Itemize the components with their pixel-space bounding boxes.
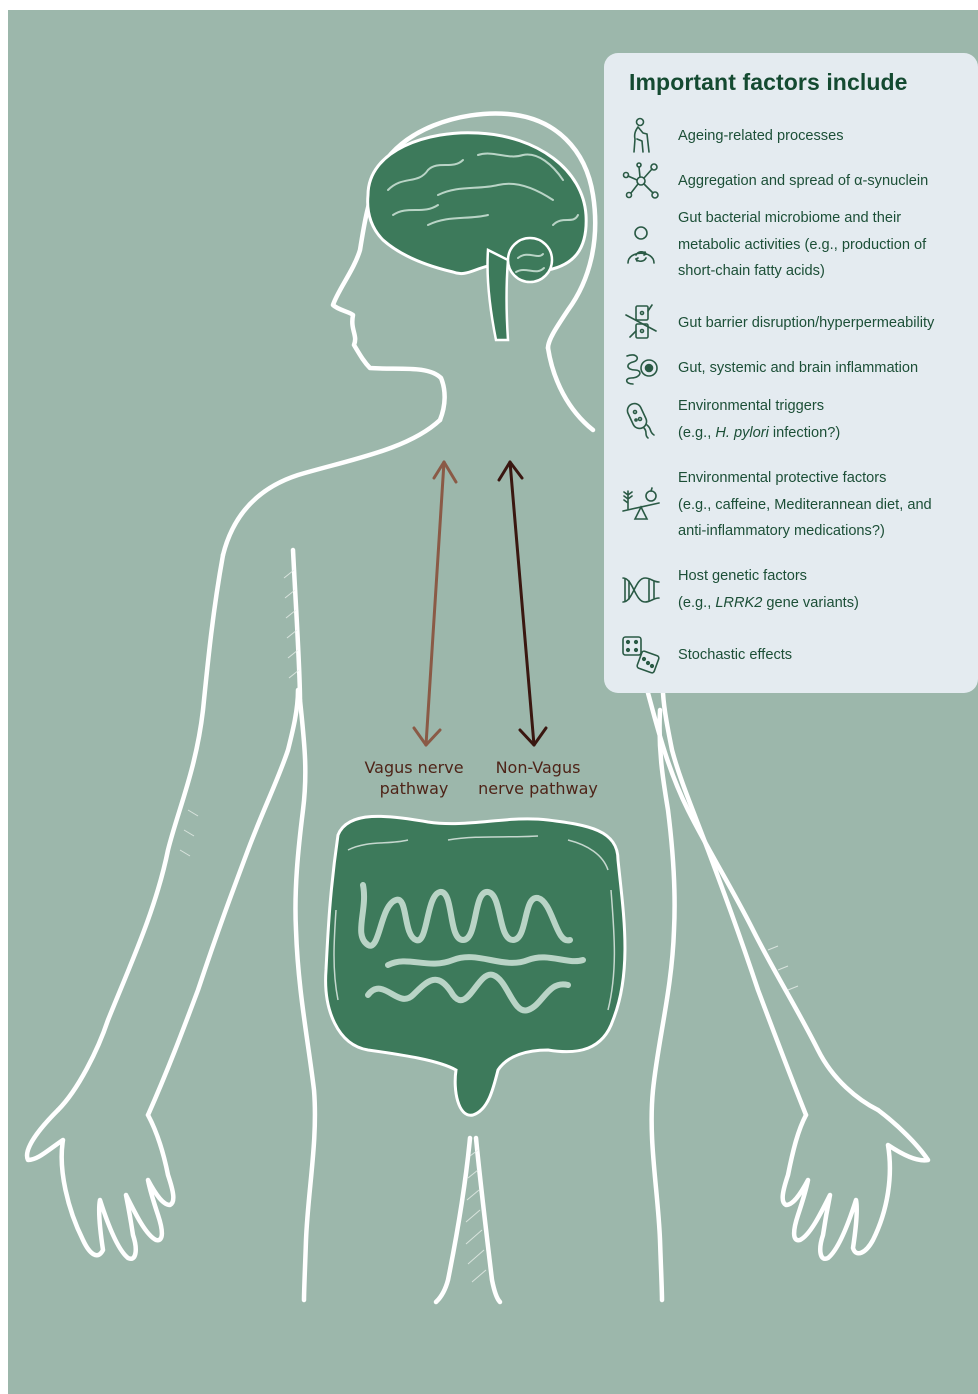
nonvagus-label-line2: nerve pathway <box>476 778 600 799</box>
factor-host-genetic: Host genetic factors (e.g., LRRK2 gene v… <box>604 563 978 616</box>
factor-environmental-triggers: Environmental triggers (e.g., H. pylori … <box>604 393 978 446</box>
factor-microbiome: Gut bacterial microbiome and their metab… <box>604 205 978 285</box>
left-arm-outer <box>58 555 223 1110</box>
panel-title: Important factors include <box>629 69 964 96</box>
vagus-label-line2: pathway <box>352 778 476 799</box>
factor-stochastic: Stochastic effects <box>604 634 978 676</box>
nonvagus-label-line1: Non-Vagus <box>476 757 600 778</box>
vagus-pathway-label: Vagus nerve pathway <box>352 757 476 799</box>
factor-environmental-triggers-line1: Environmental triggers <box>678 393 968 420</box>
right-shoulder-outline <box>548 348 593 430</box>
bacterium-icon <box>620 399 662 441</box>
factor-ageing-text: Ageing-related processes <box>678 128 844 144</box>
factor-inflammation: Gut, systemic and brain inflammation <box>604 347 978 389</box>
factor-inflammation-text: Gut, systemic and brain inflammation <box>678 360 918 376</box>
intestine-illustration <box>326 816 625 1115</box>
left-shoulder-outline <box>223 420 440 555</box>
leg-gap-right <box>476 1138 500 1302</box>
vagus-arrow <box>414 462 456 745</box>
nonvagus-pathway-label: Non-Vagus nerve pathway <box>476 757 600 799</box>
factor-ageing: Ageing-related processes <box>604 115 978 157</box>
elderly-person-icon <box>620 115 662 157</box>
brain-illustration <box>368 133 587 340</box>
right-hand-outline <box>783 1110 928 1259</box>
factor-microbiome-line2: metabolic activities (e.g., production o… <box>678 232 968 259</box>
dna-icon <box>620 569 662 611</box>
factor-alpha-synuclein: Aggregation and spread of α-synuclein <box>604 160 978 202</box>
vagus-label-line1: Vagus nerve <box>352 757 476 778</box>
factor-alpha-synuclein-text: Aggregation and spread of α-synuclein <box>678 173 928 189</box>
balance-scale-icon <box>620 484 662 526</box>
factor-gut-barrier-text: Gut barrier disruption/hyperpermeability <box>678 315 934 331</box>
dice-icon <box>620 634 662 676</box>
factor-environmental-protective-line3: anti-inflammatory medications?) <box>678 518 968 545</box>
factor-host-genetic-line2: (e.g., LRRK2 gene variants) <box>678 590 968 617</box>
factor-environmental-protective-line2: (e.g., caffeine, Mediterannean diet, and <box>678 492 968 519</box>
factor-gut-barrier: Gut barrier disruption/hyperpermeability <box>604 302 978 344</box>
gut-barrier-icon <box>620 302 662 344</box>
factor-microbiome-line3: short-chain fatty acids) <box>678 258 968 285</box>
factor-environmental-protective: Environmental protective factors (e.g., … <box>604 465 978 545</box>
factor-environmental-triggers-line2: (e.g., H. pylori infection?) <box>678 420 968 447</box>
important-factors-panel: Important factors include Ageing-related… <box>604 53 978 693</box>
factor-stochastic-text: Stochastic effects <box>678 647 792 663</box>
left-torso <box>295 700 314 1300</box>
left-arm-inner <box>148 690 298 1115</box>
inflammation-gut-icon <box>620 347 662 389</box>
right-arm-inner <box>663 693 806 1115</box>
factor-microbiome-line1: Gut bacterial microbiome and their <box>678 205 968 232</box>
left-hand-outline <box>27 1110 173 1259</box>
right-torso <box>652 710 675 1300</box>
molecule-network-icon <box>620 160 662 202</box>
nonvagus-arrow <box>499 462 546 745</box>
right-arm-outer <box>648 693 878 1110</box>
illustration-canvas: Vagus nerve pathway Non-Vagus nerve path… <box>8 10 978 1394</box>
factor-host-genetic-line1: Host genetic factors <box>678 563 968 590</box>
leg-gap-left <box>436 1138 470 1302</box>
microbiome-person-icon <box>620 224 662 266</box>
factor-environmental-protective-line1: Environmental protective factors <box>678 465 968 492</box>
left-armpit <box>293 550 300 700</box>
